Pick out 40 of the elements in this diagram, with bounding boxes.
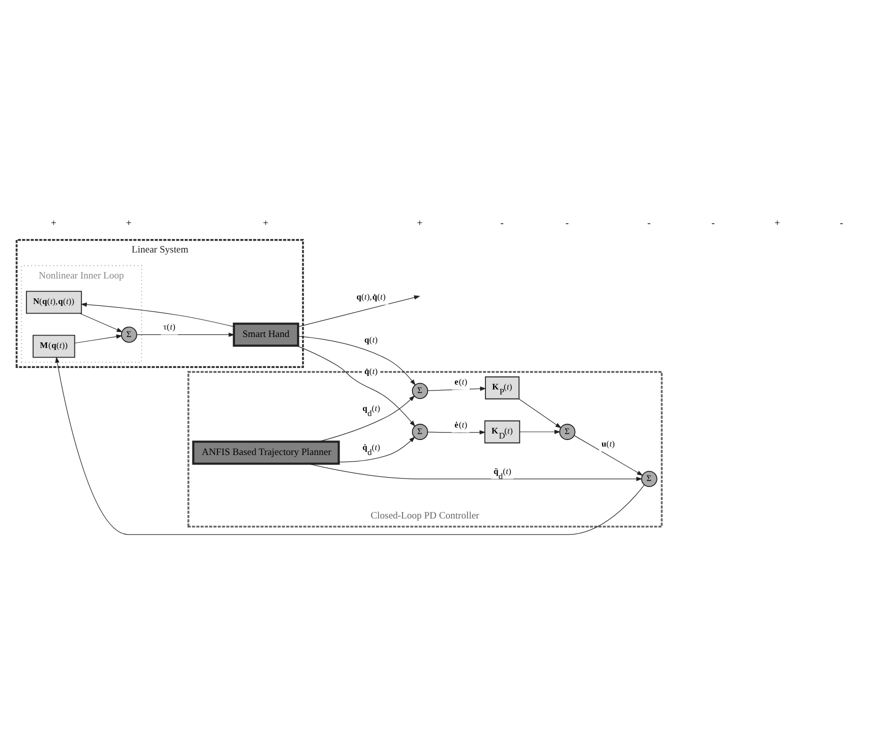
label: - (840, 218, 844, 229)
node-box: N(q(t),q(t)) (26, 290, 82, 314)
node-circle: Σ (120, 326, 138, 343)
label: + (50, 218, 56, 229)
label: + (416, 218, 422, 229)
edge-label: τ(t) (163, 322, 176, 332)
arrow (338, 436, 416, 462)
label: - (500, 218, 504, 229)
label: + (262, 218, 268, 229)
arrow (518, 398, 562, 428)
arrow (298, 295, 420, 328)
edge-label: q(t),q̇(t) (356, 292, 386, 302)
node-circle: Σ (412, 382, 428, 400)
label: - (647, 218, 651, 229)
arrow (136, 332, 235, 337)
arrow (318, 395, 416, 442)
node-circle: Σ (412, 424, 428, 440)
node-box: ANFIS Based Trajectory Planner (192, 440, 340, 465)
edge-label: q(t) (364, 334, 378, 344)
edge-label: u(t) (602, 438, 615, 448)
arrow (79, 313, 123, 332)
edge-label: q̇(t) (364, 366, 378, 376)
arrow (520, 430, 561, 434)
label: - (712, 218, 715, 229)
arrow (428, 386, 486, 391)
arrow (80, 302, 234, 327)
edge-label: e(t) (454, 376, 468, 387)
arrow (296, 345, 416, 427)
arrow (298, 336, 416, 386)
node-circle: Σ (559, 424, 576, 440)
edge-label: ė(t) (454, 419, 468, 430)
arrow (428, 430, 486, 434)
node-circle: Σ (641, 470, 658, 488)
arrow (55, 356, 645, 535)
label: + (126, 218, 132, 229)
node-box: M(q(t)) (32, 334, 76, 358)
node-box: Smart Hand (232, 322, 300, 347)
label: + (774, 218, 780, 229)
label: - (565, 218, 569, 229)
arrow (74, 334, 122, 344)
